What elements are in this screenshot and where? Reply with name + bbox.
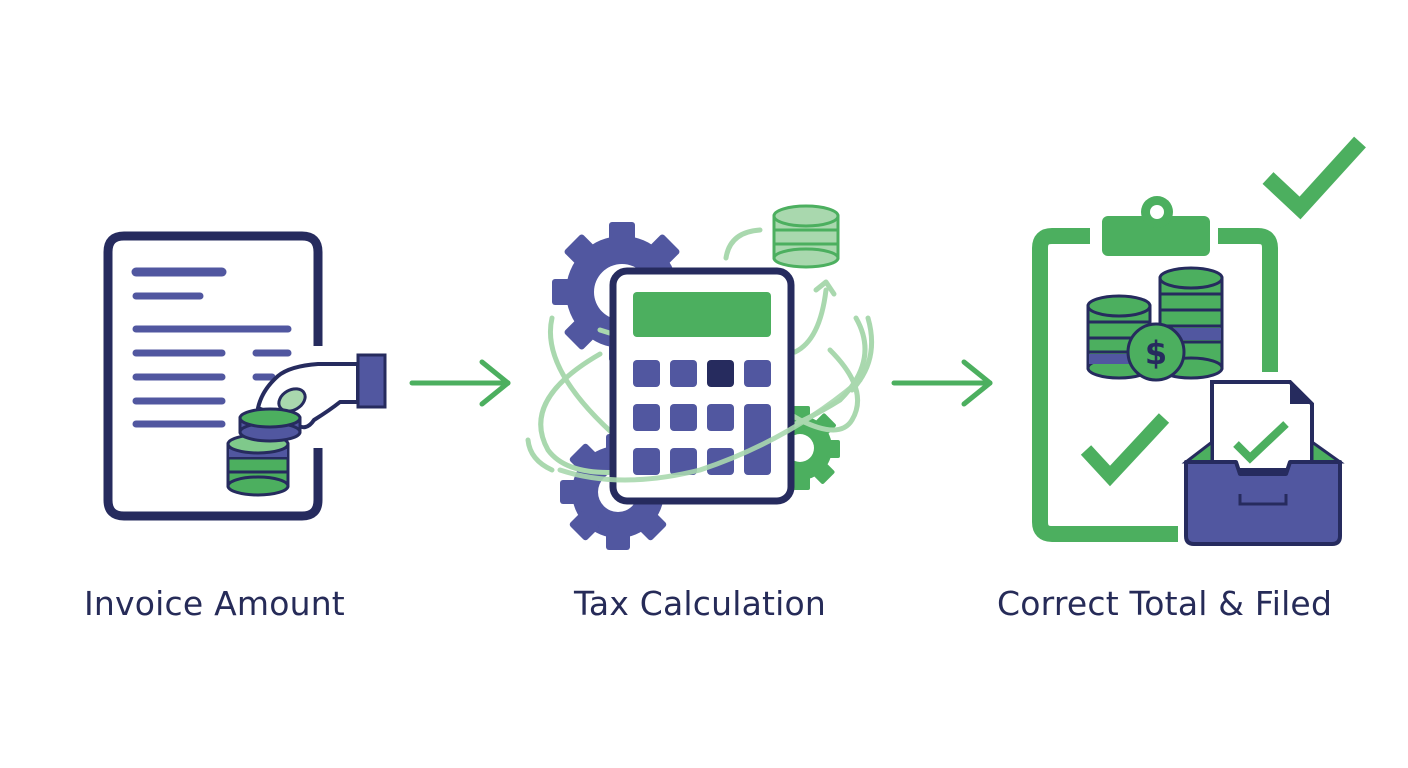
svg-text:$: $	[1145, 334, 1167, 372]
arrow-right-icon	[891, 359, 993, 407]
step-label-correct-total-filed: Correct Total & Filed	[997, 584, 1333, 623]
calculator-with-gears-icon	[525, 204, 875, 550]
arrow-right-icon	[409, 359, 511, 407]
clipboard-checked-filed-icon: $	[1032, 136, 1366, 546]
step-label-invoice-amount: Invoice Amount	[84, 584, 345, 623]
invoice-with-coins-icon	[103, 231, 387, 521]
step-label-tax-calculation: Tax Calculation	[574, 584, 827, 623]
